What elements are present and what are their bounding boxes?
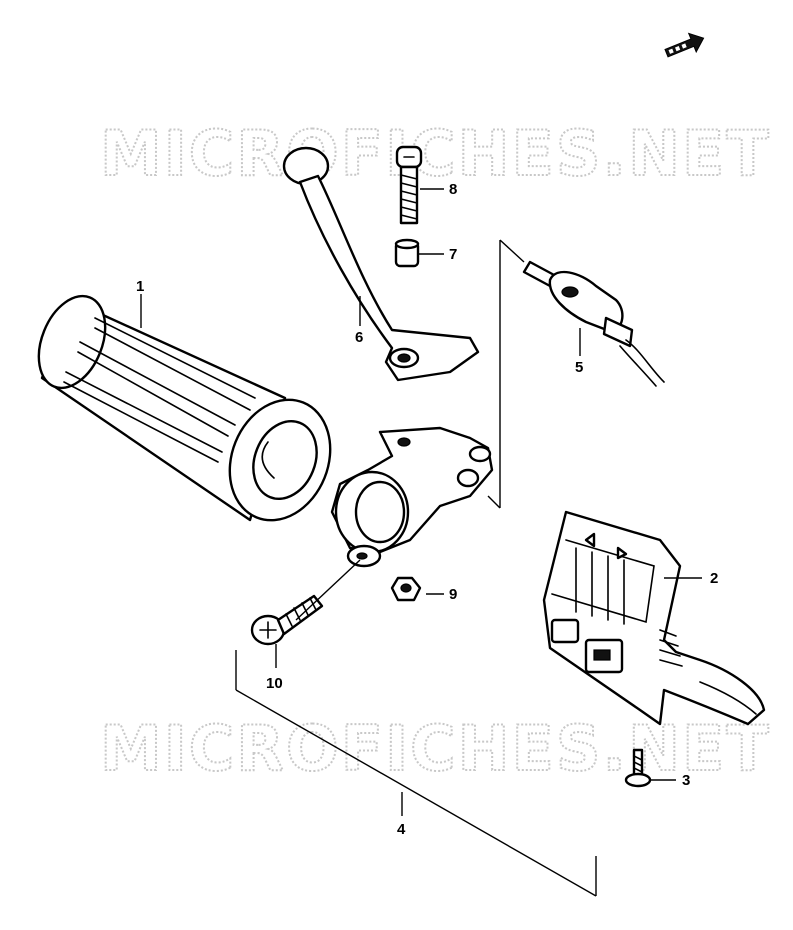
callout-10: 10 bbox=[266, 675, 283, 692]
grip bbox=[37, 294, 332, 522]
callout-6: 6 bbox=[355, 329, 363, 346]
callout-5: 5 bbox=[575, 359, 583, 376]
screw bbox=[395, 145, 423, 225]
callout-3: 3 bbox=[682, 772, 690, 789]
leader-lines bbox=[140, 188, 702, 897]
front-arrow-icon bbox=[664, 32, 705, 58]
callout-8: 8 bbox=[449, 181, 457, 198]
nut bbox=[390, 576, 422, 602]
callout-1: 1 bbox=[136, 278, 144, 295]
watermark-top: MICROFICHES.NET bbox=[100, 117, 771, 190]
switch-connector bbox=[522, 260, 665, 387]
collar bbox=[394, 238, 420, 268]
switch-housing bbox=[542, 510, 766, 726]
lever bbox=[282, 146, 480, 382]
bolt bbox=[250, 594, 324, 646]
lever-holder bbox=[330, 426, 494, 568]
callout-2: 2 bbox=[710, 570, 718, 587]
callout-7: 7 bbox=[449, 246, 457, 263]
watermark-bottom: MICROFICHES.NET bbox=[100, 712, 771, 785]
callout-4: 4 bbox=[397, 821, 406, 838]
callout-9: 9 bbox=[449, 586, 457, 603]
